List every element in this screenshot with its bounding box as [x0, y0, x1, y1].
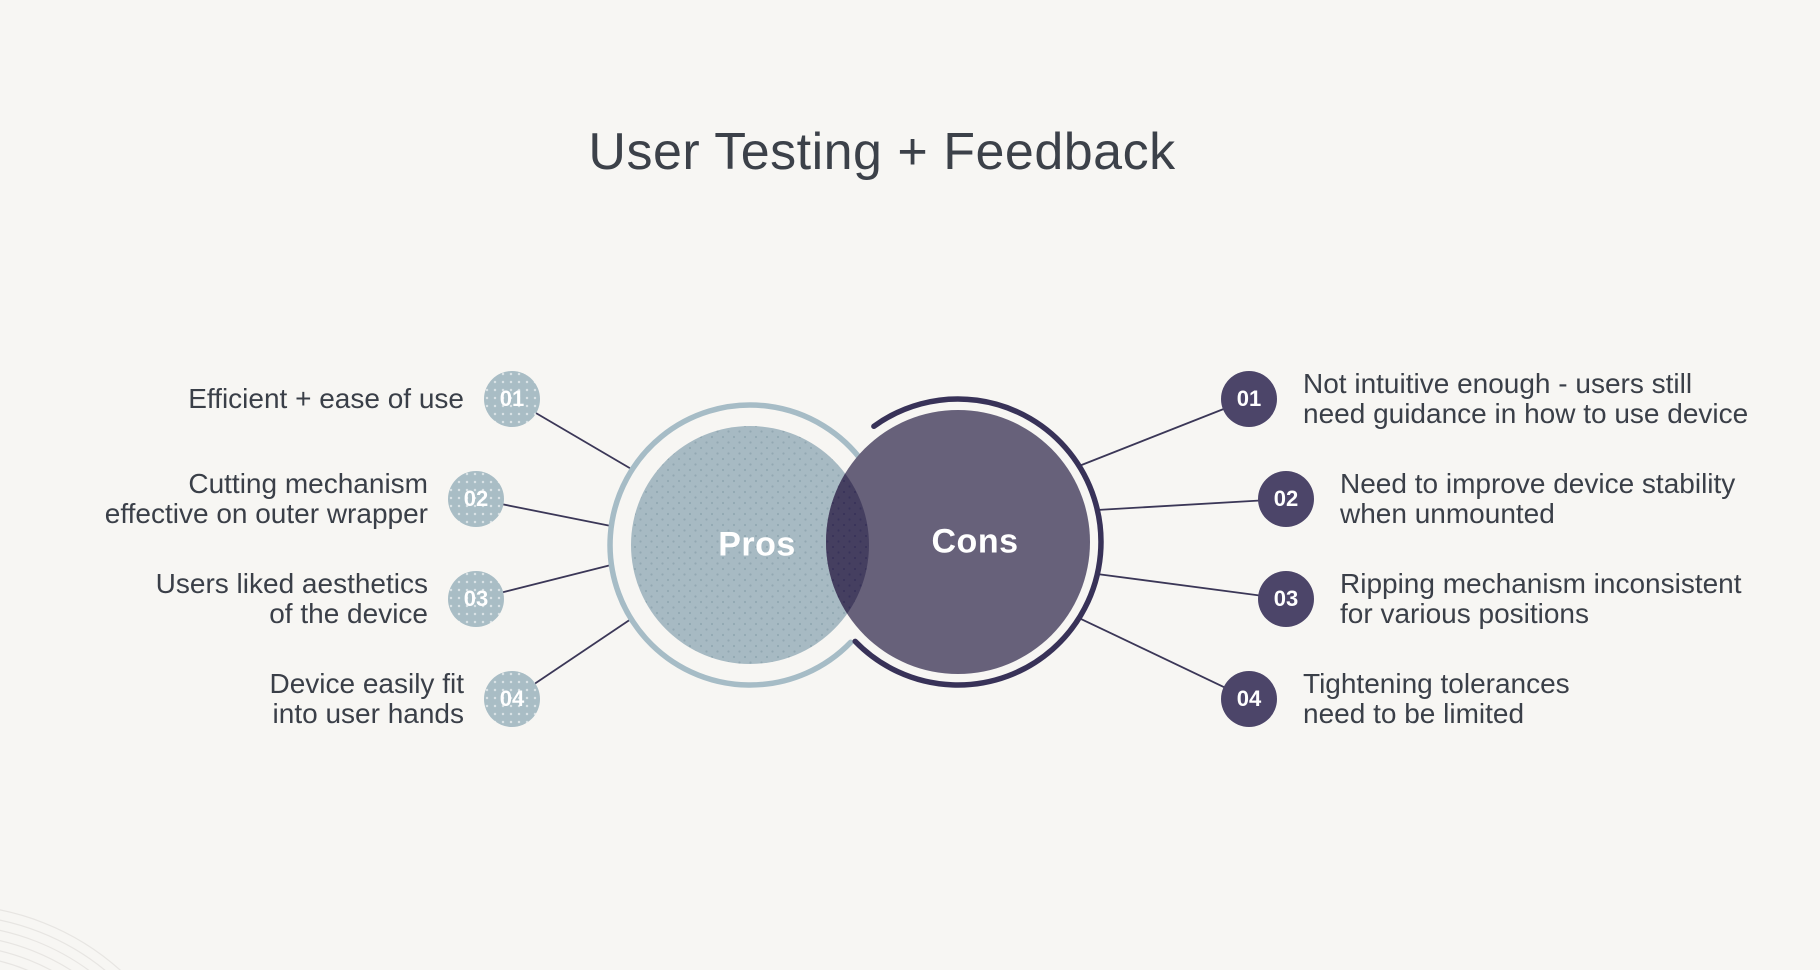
pros-circle [631, 426, 869, 664]
pros-item-4: Device easily fit into user hands 04 [269, 669, 540, 729]
cons-item-2-number-badge: 02 [1258, 471, 1314, 527]
pros-item-1-text: Efficient + ease of use [188, 383, 464, 414]
cons-item-3: 03 Ripping mechanism inconsistent for va… [1258, 569, 1742, 629]
cons-item-3-text: Ripping mechanism inconsistent for vario… [1340, 568, 1742, 629]
cons-item-4-number-badge: 04 [1221, 671, 1277, 727]
cons-item-3-number-badge: 03 [1258, 571, 1314, 627]
cons-item-1-number-badge: 01 [1221, 371, 1277, 427]
pros-item-1: Efficient + ease of use 01 [188, 371, 540, 427]
pros-item-4-text: Device easily fit into user hands [269, 668, 464, 729]
cons-label: Cons [931, 522, 1019, 561]
cons-circle [826, 410, 1090, 674]
pros-item-1-number-badge: 01 [484, 371, 540, 427]
cons-item-1-text: Not intuitive enough - users still need … [1303, 368, 1749, 429]
pros-item-2-text: Cutting mechanism effective on outer wra… [104, 468, 428, 529]
page-title: User Testing + Feedback [588, 123, 1176, 181]
cons-item-1: 01 Not intuitive enough - users still ne… [1221, 369, 1748, 429]
pros-item-2: Cutting mechanism effective on outer wra… [105, 469, 504, 529]
pros-item-4-number-badge: 04 [484, 671, 540, 727]
pros-item-3-number-badge: 03 [448, 571, 504, 627]
pros-item-3: Users liked aesthetics of the device 03 [156, 569, 504, 629]
corner-arcs-decoration [0, 909, 121, 970]
pros-item-2-number-badge: 02 [448, 471, 504, 527]
pros-label: Pros [718, 525, 796, 564]
cons-item-2: 02 Need to improve device stability when… [1258, 469, 1735, 529]
cons-ring [852, 396, 1104, 688]
cons-item-4-text: Tightening tolerances need to be limited [1303, 668, 1570, 729]
cons-item-4: 04 Tightening tolerances need to be limi… [1221, 669, 1570, 729]
pros-item-3-text: Users liked aesthetics of the device [155, 568, 428, 629]
pros-ring [607, 402, 867, 688]
cons-item-2-text: Need to improve device stability when un… [1340, 468, 1736, 529]
